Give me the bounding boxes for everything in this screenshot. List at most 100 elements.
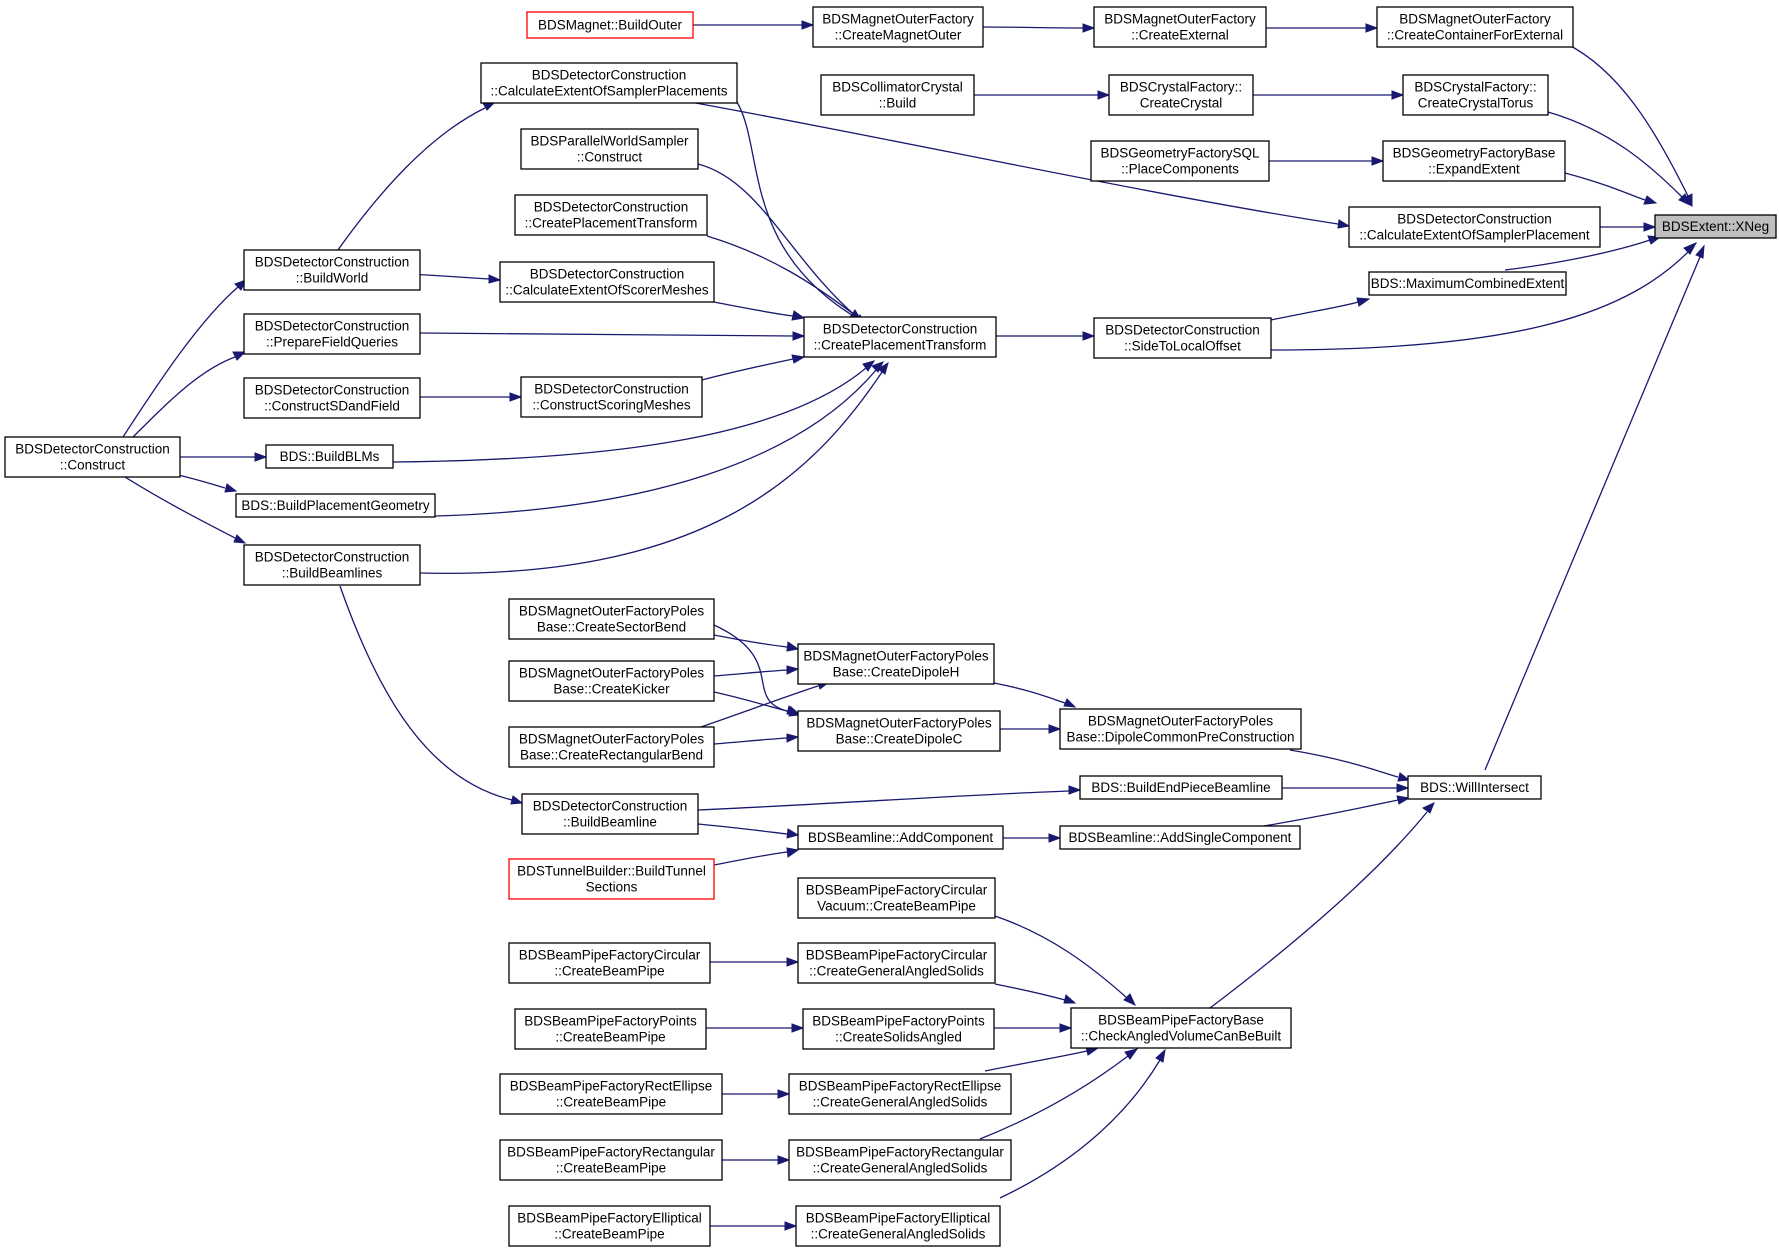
node-label-line: ::BuildWorld (296, 271, 369, 286)
node-circangled[interactable]: BDSBeamPipeFactoryCircular::CreateGenera… (797, 942, 996, 984)
node-pointscreate[interactable]: BDSBeamPipeFactoryPoints::CreateBeamPipe (514, 1008, 707, 1050)
node-checkangled[interactable]: BDSBeamPipeFactoryBase::CheckAngledVolum… (1070, 1007, 1292, 1049)
node-label-line: BDSBeamline::AddSingleComponent (1069, 830, 1292, 845)
node-label-line: Base::CreateDipoleC (836, 732, 963, 747)
node-placecomponents[interactable]: BDSGeometryFactorySQL::PlaceComponents (1090, 140, 1270, 182)
node-createkicker[interactable]: BDSMagnetOuterFactoryPolesBase::CreateKi… (508, 660, 715, 702)
node-label-line: BDSMagnetOuterFactory (1104, 12, 1256, 27)
node-createdipolec[interactable]: BDSMagnetOuterFactoryPolesBase::CreateDi… (797, 710, 1001, 752)
node-construct[interactable]: BDSDetectorConstruction::Construct (4, 436, 181, 478)
node-createsectorbend[interactable]: BDSMagnetOuterFactoryPolesBase::CreateSe… (508, 598, 715, 640)
edge-ellcreate-to-ellangled (710, 1221, 798, 1231)
node-label-line: Vacuum::CreateBeamPipe (817, 899, 976, 914)
edge-buildouter-to-createmagnetouter (693, 20, 815, 30)
node-collimatorcrystal[interactable]: BDSCollimatorCrystal::Build (820, 74, 975, 116)
node-box (243, 377, 421, 419)
node-buildbeamline[interactable]: BDSDetectorConstruction::BuildBeamline (521, 793, 699, 835)
node-buildworld[interactable]: BDSDetectorConstruction::BuildWorld (243, 249, 421, 291)
node-label-line: BDSDetectorConstruction (530, 267, 685, 282)
node-addsinglecomponent[interactable]: BDSBeamline::AddSingleComponent (1059, 825, 1301, 850)
edge-willintersect-to-xneg (1484, 244, 1705, 771)
node-box (812, 6, 984, 48)
edge-calcsamplerplacements-to-calcsamplerplacement (689, 101, 1351, 229)
node-rectellcreate[interactable]: BDSBeamPipeFactoryRectEllipse::CreateBea… (499, 1073, 723, 1115)
node-label-line: ::Build (879, 96, 917, 111)
node-label-line: BDSMagnetOuterFactoryPoles (1088, 714, 1274, 729)
edge-circcreate-to-circangled (710, 957, 800, 967)
node-buildbeamlines[interactable]: BDSDetectorConstruction::BuildBeamlines (243, 544, 421, 586)
edge-buildtunnelsections-to-addcomponent (713, 847, 800, 866)
node-buildouter[interactable]: BDSMagnet::BuildOuter (526, 11, 694, 39)
node-box (508, 598, 715, 640)
node-dipolecommon[interactable]: BDSMagnetOuterFactoryPolesBase::DipoleCo… (1059, 708, 1302, 750)
node-circcreate[interactable]: BDSBeamPipeFactoryCircular::CreateBeamPi… (508, 942, 711, 984)
node-ellangled[interactable]: BDSBeamPipeFactoryElliptical::CreateGene… (795, 1205, 1001, 1247)
node-label-line: BDSDetectorConstruction (255, 383, 410, 398)
node-maxcombinedextent[interactable]: BDS::MaximumCombinedExtent (1368, 271, 1567, 296)
edge-addcomponent-to-addsinglecomponent (1003, 833, 1062, 843)
edge-checkangled-to-willintersect (1209, 802, 1435, 1009)
node-rectangled[interactable]: BDSBeamPipeFactoryRectangular::CreateGen… (788, 1139, 1012, 1181)
node-box (1382, 140, 1566, 182)
node-constructsdandfield[interactable]: BDSDetectorConstruction::ConstructSDandF… (243, 377, 421, 419)
node-label-line: BDS::WillIntersect (1420, 780, 1529, 795)
node-label-line: BDSBeamPipeFactoryRectEllipse (510, 1079, 713, 1094)
node-circvacuum[interactable]: BDSBeamPipeFactoryCircularVacuum::Create… (797, 877, 996, 919)
node-buildplacementgeometry[interactable]: BDS::BuildPlacementGeometry (235, 493, 436, 518)
node-label-line: BDSDetectorConstruction (255, 255, 410, 270)
node-box (508, 726, 715, 768)
node-expandextent[interactable]: BDSGeometryFactoryBase::ExpandExtent (1382, 140, 1566, 182)
node-xneg[interactable]: BDSExtent::XNeg (1654, 214, 1777, 239)
node-createplacementtransform_a[interactable]: BDSDetectorConstruction::CreatePlacement… (514, 194, 708, 236)
node-createrectbend[interactable]: BDSMagnetOuterFactoryPolesBase::CreateRe… (508, 726, 715, 768)
node-box (1070, 1007, 1292, 1049)
node-rectellangled[interactable]: BDSBeamPipeFactoryRectEllipse::CreateGen… (788, 1073, 1012, 1115)
node-calcsamplerplacements[interactable]: BDSDetectorConstruction::CalculateExtent… (480, 62, 738, 104)
node-label-line: ::Construct (60, 458, 126, 473)
node-constructscoringmeshes[interactable]: BDSDetectorConstruction::ConstructScorin… (520, 376, 703, 418)
node-createmagnetouter[interactable]: BDSMagnetOuterFactory::CreateMagnetOuter (812, 6, 984, 48)
node-box (4, 436, 181, 478)
node-addcomponent[interactable]: BDSBeamline::AddComponent (797, 825, 1004, 850)
edge-createcrystal-to-createcrystaltorus (1253, 90, 1405, 100)
node-label-line: BDSGeometryFactorySQL (1100, 146, 1260, 161)
node-label-line: Base::CreateKicker (553, 682, 670, 697)
node-createplacementtransform[interactable]: BDSDetectorConstruction::CreatePlacement… (803, 316, 997, 358)
edge-createkicker-to-createdipolec (713, 691, 800, 715)
node-label-line: ::CalculateExtentOfSamplerPlacement (1359, 228, 1590, 243)
edge-createrectbend-to-createdipolec (713, 733, 800, 745)
node-label-line: BDSDetectorConstruction (255, 550, 410, 565)
edge-createsectorbend-to-createdipoleh (713, 634, 800, 652)
node-sidetolocaloffset[interactable]: BDSDetectorConstruction::SideToLocalOffs… (1093, 317, 1272, 359)
node-createcontainerext[interactable]: BDSMagnetOuterFactory::CreateContainerFo… (1376, 6, 1574, 48)
node-label-line: ::CreateBeamPipe (554, 964, 664, 979)
node-createcrystal[interactable]: BDSCrystalFactory::CreateCrystal (1108, 74, 1254, 116)
node-label-line: BDSBeamPipeFactoryCircular (519, 948, 701, 963)
edge-construct-to-buildbeamlines (124, 476, 247, 544)
node-label-line: Sections (586, 880, 638, 895)
edge-createcrystaltorus-to-xneg (1547, 111, 1692, 207)
node-calcscorermeshes[interactable]: BDSDetectorConstruction::CalculateExtent… (499, 261, 715, 303)
node-box (521, 793, 699, 835)
node-rectcreate[interactable]: BDSBeamPipeFactoryRectangular::CreateBea… (499, 1139, 723, 1181)
node-label-line: Base::DipoleCommonPreConstruction (1066, 730, 1294, 745)
edge-addsinglecomponent-to-willintersect (1257, 795, 1411, 828)
node-label-line: BDSBeamPipeFactoryElliptical (517, 1211, 702, 1226)
node-createdipoleh[interactable]: BDSMagnetOuterFactoryPolesBase::CreateDi… (797, 643, 995, 685)
node-createexternal[interactable]: BDSMagnetOuterFactory::CreateExternal (1093, 6, 1267, 48)
node-buildblms[interactable]: BDS::BuildBLMs (265, 444, 394, 469)
node-ellcreate[interactable]: BDSBeamPipeFactoryElliptical::CreateBeam… (508, 1205, 711, 1247)
node-pointsangled[interactable]: BDSBeamPipeFactoryPoints::CreateSolidsAn… (802, 1008, 995, 1050)
node-calcsamplerplacement[interactable]: BDSDetectorConstruction::CalculateExtent… (1348, 206, 1601, 248)
edge-buildbeamline-to-addcomponent (697, 823, 800, 839)
node-pwsamplerconstruct[interactable]: BDSParallelWorldSampler::Construct (520, 128, 699, 170)
node-createcrystaltorus[interactable]: BDSCrystalFactory::CreateCrystalTorus (1402, 74, 1549, 116)
node-label-line: BDS::MaximumCombinedExtent (1371, 276, 1565, 291)
node-buildendpiece[interactable]: BDS::BuildEndPieceBeamline (1079, 775, 1283, 800)
node-label-line: Base::CreateRectangularBend (520, 748, 703, 763)
node-willintersect[interactable]: BDS::WillIntersect (1407, 775, 1542, 800)
edge-sidetolocaloffset-to-maxcombinedextent (1270, 297, 1371, 321)
node-preparefieldqueries[interactable]: BDSDetectorConstruction::PrepareFieldQue… (243, 313, 421, 355)
